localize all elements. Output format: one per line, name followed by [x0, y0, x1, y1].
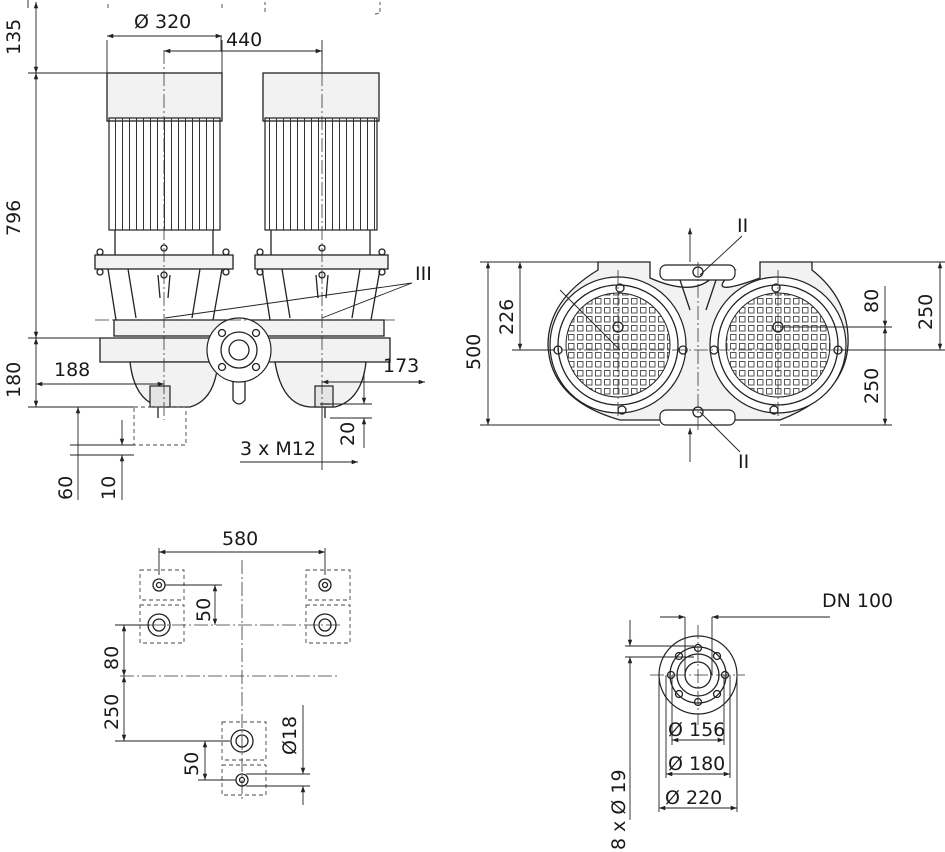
- label-II-bottom: II: [738, 451, 749, 473]
- dim-180: Ø 180: [668, 753, 725, 775]
- dim-80: 80: [861, 289, 883, 313]
- dim-bolt-thread: 3 x M12: [240, 438, 316, 460]
- dim-250-upper: 250: [915, 294, 937, 330]
- dim-50-bottom: 50: [181, 752, 203, 776]
- dim-10: 10: [98, 476, 120, 500]
- flange-nominal-size: DN 100: [822, 590, 893, 612]
- top-view: II II 500 226 80 250 250: [463, 215, 945, 473]
- dim-80-foundation: 80: [101, 646, 123, 670]
- label-III: III: [415, 263, 432, 285]
- left-motor: [106, 72, 223, 255]
- dim-250-foundation: 250: [101, 694, 123, 730]
- foundation-view: 580 50 80 250 50 Ø18: [101, 528, 351, 805]
- right-motor: [262, 72, 380, 255]
- dim-axis-distance: 440: [226, 29, 262, 51]
- dim-580: 580: [222, 528, 258, 550]
- flange-bolt-holes: 8 x Ø 19: [608, 769, 630, 850]
- dim-motor-height: 796: [3, 200, 25, 236]
- dim-hole-diameter: Ø18: [279, 716, 301, 755]
- flange-view: DN 100 8 x Ø 19 Ø 156 Ø 180 Ø 220: [608, 590, 893, 850]
- dim-220: Ø 220: [665, 787, 722, 809]
- dim-60: 60: [55, 476, 77, 500]
- dim-left-offset: 188: [54, 359, 90, 381]
- label-II-top: II: [737, 215, 748, 237]
- dim-base-height: 180: [3, 362, 25, 398]
- dim-156: Ø 156: [668, 719, 725, 741]
- dim-250-lower: 250: [861, 368, 883, 404]
- side-view: Ø 320 440 135 796 180 188 173 3 x M12 20…: [3, 0, 432, 500]
- dim-500: 500: [463, 334, 485, 370]
- pump-housing: [99, 317, 391, 418]
- dim-right-offset: 173: [383, 355, 419, 377]
- dim-foot-depth: 20: [337, 422, 359, 446]
- dim-50-top: 50: [193, 598, 215, 622]
- dim-226: 226: [496, 299, 518, 335]
- dim-motor-diameter: Ø 320: [134, 11, 191, 33]
- dim-top-clearance: 135: [3, 19, 25, 55]
